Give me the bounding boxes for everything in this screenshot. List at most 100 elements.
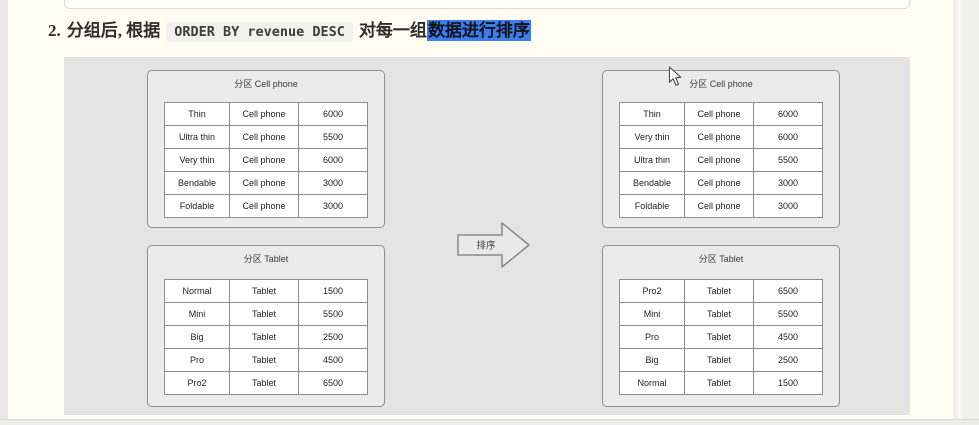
table-cell: Cell phone (229, 194, 299, 218)
table-cell: Ultra thin (164, 125, 230, 149)
list-item-heading: 2. 分组后, 根据 ORDER BY revenue DESC 对每一组数据进行排序 (48, 18, 531, 45)
table-cell: 3000 (753, 194, 823, 218)
table-cell: Tablet (684, 302, 754, 326)
sort-arrow-icon: 排序 (457, 222, 530, 268)
scrollbar-track[interactable] (953, 0, 979, 425)
partition-title: 分区 Cell phone (689, 79, 753, 89)
table-cell: Foldable (164, 194, 230, 218)
table-cell: Tablet (684, 348, 754, 372)
table-cell: Bendable (164, 171, 230, 195)
mouse-cursor-icon (668, 66, 682, 86)
table-cell: Tablet (684, 371, 754, 395)
table-cell: 6500 (753, 279, 823, 303)
table-cell: 6000 (753, 102, 823, 126)
table-cell: Very thin (619, 125, 685, 149)
table-cell: Cell phone (684, 194, 754, 218)
table-cell: 2500 (298, 325, 368, 349)
table-cell: Pro (164, 348, 230, 372)
table-cell: 2500 (753, 348, 823, 372)
table-cell: Cell phone (229, 148, 299, 172)
table-cell: Tablet (229, 302, 299, 326)
table-cell: 5500 (753, 148, 823, 172)
table-cell: Thin (164, 102, 230, 126)
table-cell: Tablet (229, 348, 299, 372)
table-cell: 6000 (298, 102, 368, 126)
table-cell: Cell phone (684, 171, 754, 195)
table-cell: Big (164, 325, 230, 349)
table-cell: 5500 (753, 302, 823, 326)
heading-text-before-code: 分组后, 根据 (66, 21, 161, 40)
table-cell: Cell phone (229, 102, 299, 126)
table-cell: Cell phone (684, 148, 754, 172)
partition-title: 分区 Tablet (243, 254, 289, 264)
table-cell: 1500 (753, 371, 823, 395)
table-cell: 3000 (753, 171, 823, 195)
table-cell: Mini (619, 302, 685, 326)
table-cell: Tablet (229, 325, 299, 349)
inline-code: ORDER BY revenue DESC (166, 22, 353, 42)
table-cell: Cell phone (684, 125, 754, 149)
table-cell: Foldable (619, 194, 685, 218)
table-cell: Ultra thin (619, 148, 685, 172)
table-cell: Bendable (619, 171, 685, 195)
table-cell: 5500 (298, 125, 368, 149)
table-cell: Pro (619, 325, 685, 349)
page-left-margin (0, 0, 8, 425)
table-cell: 6000 (753, 125, 823, 149)
table-cell: Mini (164, 302, 230, 326)
table-cell: 4500 (753, 325, 823, 349)
list-number: 2. (48, 21, 61, 40)
table-cell: Cell phone (684, 102, 754, 126)
previous-block-bottom-edge (64, 0, 910, 9)
table-cell: Tablet (229, 371, 299, 395)
table-cell: Cell phone (229, 125, 299, 149)
table-cell: 5500 (298, 302, 368, 326)
selected-text: 数据进行排序 (426, 20, 531, 41)
table-cell: 3000 (298, 171, 368, 195)
partition-title: 分区 Tablet (698, 254, 744, 264)
partition-title: 分区 Cell phone (234, 79, 298, 89)
table-cell: 6000 (298, 148, 368, 172)
table-cell: Tablet (684, 325, 754, 349)
table-cell: 6500 (298, 371, 368, 395)
table-cell: Tablet (684, 279, 754, 303)
table-cell: Pro2 (164, 371, 230, 395)
table-cell: Tablet (229, 279, 299, 303)
table-cell: Big (619, 348, 685, 372)
scrollbar-thumb[interactable] (957, 0, 962, 425)
table-cell: 4500 (298, 348, 368, 372)
heading-text-after-code: 对每一组 (358, 21, 427, 40)
table-cell: Pro2 (619, 279, 685, 303)
table-cell: Normal (619, 371, 685, 395)
table-cell: Normal (164, 279, 230, 303)
next-block-top-edge (0, 419, 979, 425)
table-cell: Cell phone (229, 171, 299, 195)
